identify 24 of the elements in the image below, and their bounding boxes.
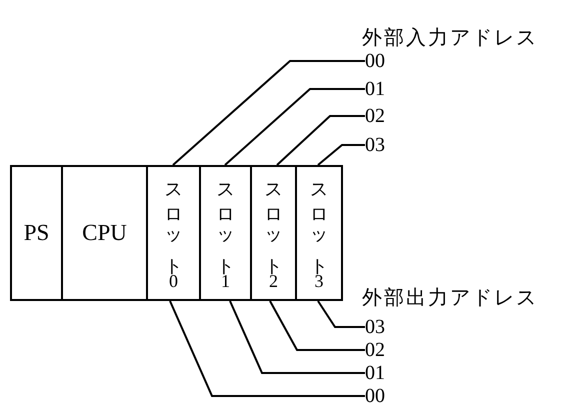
slot-box: スロット1 xyxy=(199,165,252,301)
address-number: 03 xyxy=(365,134,395,156)
address-number: 01 xyxy=(365,78,395,100)
module-box: CPU xyxy=(61,165,148,301)
leader-line xyxy=(317,144,365,166)
leader-line xyxy=(276,115,365,166)
leader-line xyxy=(169,300,365,397)
address-number: 02 xyxy=(365,340,395,360)
address-number: 02 xyxy=(365,105,395,127)
slot-box: スロット3 xyxy=(295,165,343,301)
leader-line xyxy=(317,300,365,328)
leader-line xyxy=(224,88,365,166)
section-heading: 外部入力アドレス xyxy=(362,28,538,48)
address-number: 00 xyxy=(365,386,395,406)
slot-box: スロット2 xyxy=(250,165,297,301)
slot-box: スロット0 xyxy=(146,165,201,301)
leader-line xyxy=(172,60,365,166)
leader-line xyxy=(269,300,365,351)
address-number: 00 xyxy=(365,50,395,72)
address-number: 03 xyxy=(365,317,395,337)
section-heading: 外部出力アドレス xyxy=(362,288,538,308)
address-number: 01 xyxy=(365,363,395,383)
module-box: PS xyxy=(10,165,63,301)
leader-line xyxy=(229,300,365,374)
